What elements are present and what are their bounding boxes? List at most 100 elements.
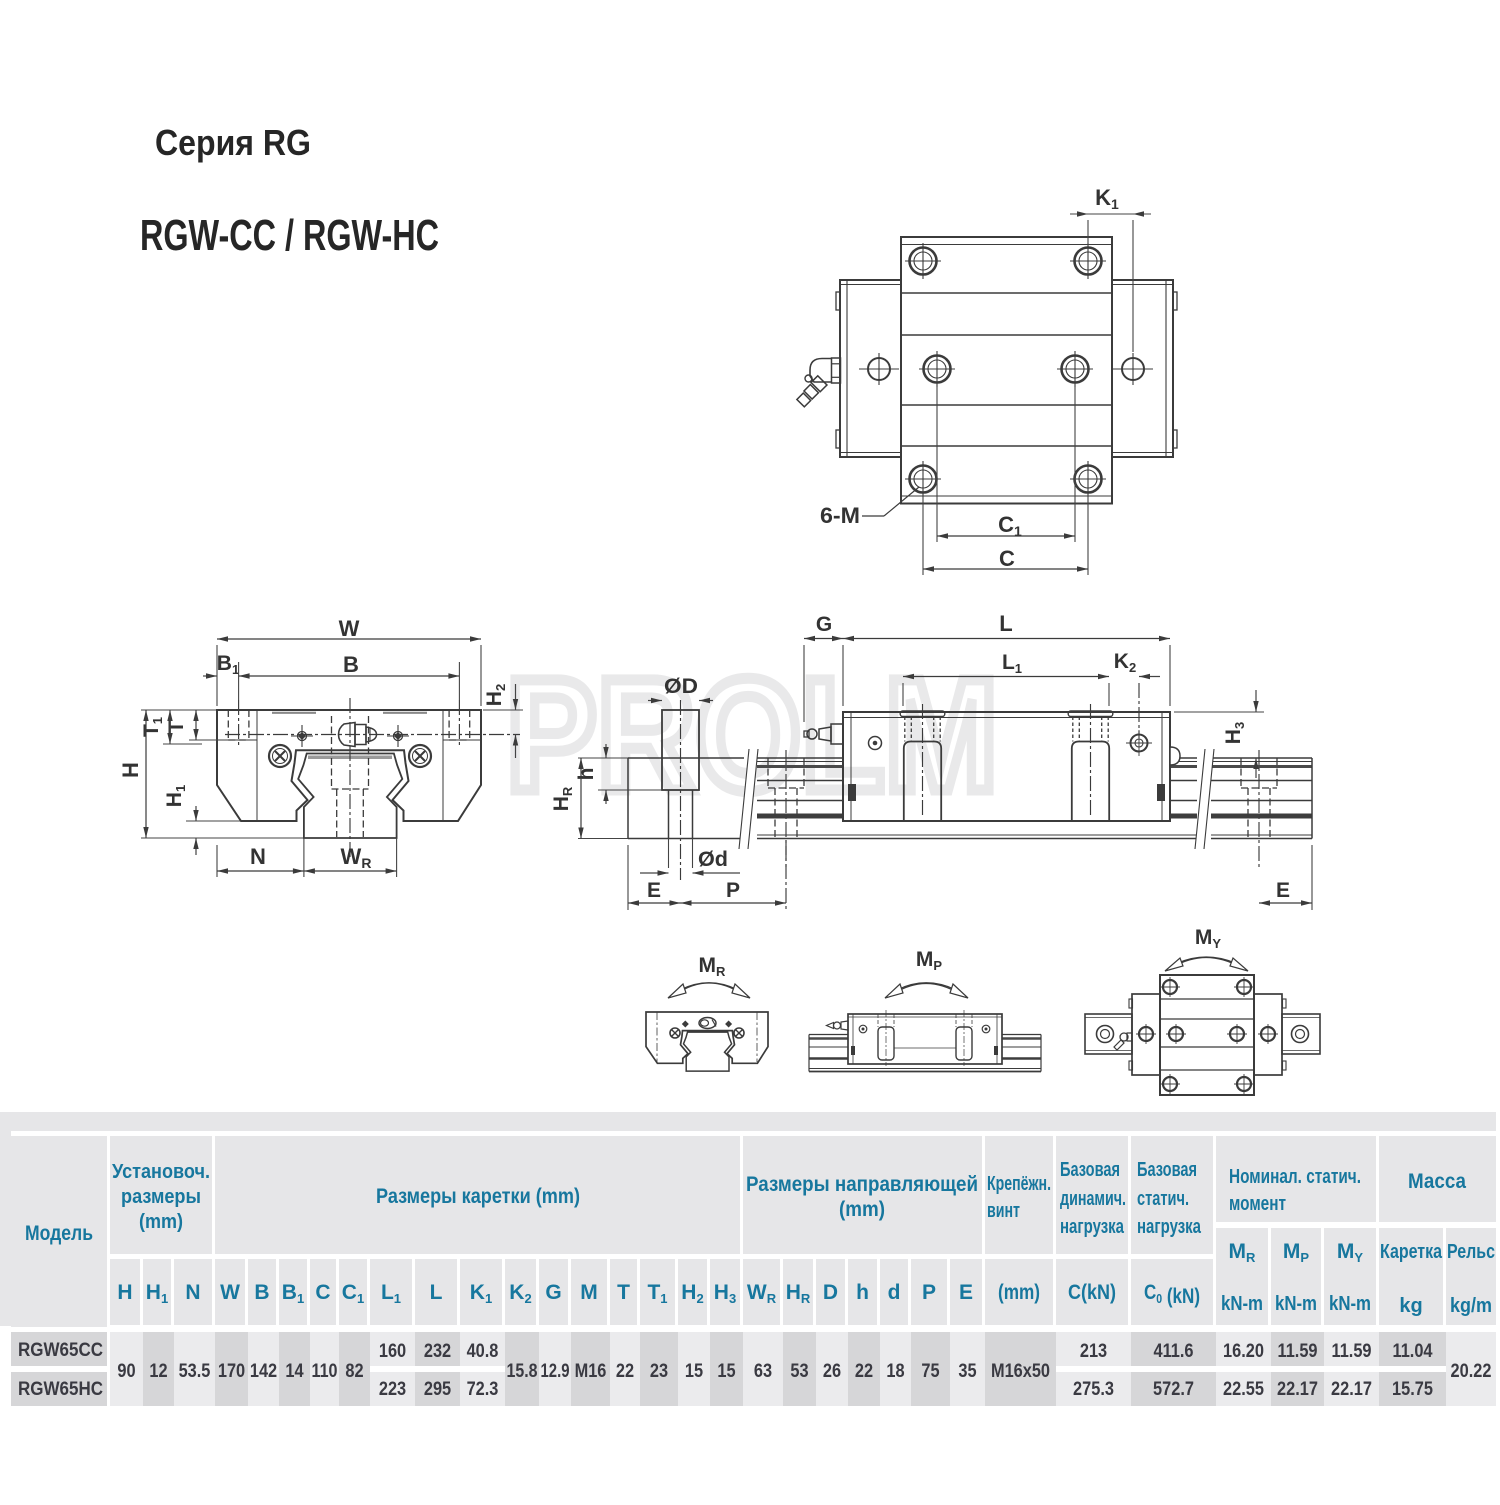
- svg-text:kN-m: kN-m: [1221, 1293, 1263, 1315]
- svg-text:M16x50: M16x50: [991, 1361, 1050, 1382]
- svg-text:нагрузка: нагрузка: [1137, 1216, 1202, 1238]
- svg-text:E: E: [959, 1281, 973, 1304]
- svg-text:E: E: [647, 879, 661, 902]
- svg-text:kg/m: kg/m: [1450, 1295, 1492, 1317]
- svg-text:T: T: [617, 1281, 630, 1304]
- svg-text:C: C: [999, 546, 1015, 571]
- svg-text:22.17: 22.17: [1331, 1379, 1372, 1400]
- svg-text:Размеры направляющей: Размеры направляющей: [746, 1173, 978, 1196]
- svg-text:момент: момент: [1229, 1193, 1286, 1215]
- svg-text:Ød: Ød: [698, 848, 728, 871]
- svg-text:72.3: 72.3: [467, 1379, 499, 1400]
- svg-text:35: 35: [958, 1361, 977, 1382]
- svg-text:винт: винт: [987, 1200, 1020, 1222]
- svg-text:L: L: [430, 1281, 443, 1304]
- svg-text:275.3: 275.3: [1073, 1379, 1114, 1400]
- svg-text:N: N: [250, 844, 266, 869]
- svg-text:Базовая: Базовая: [1137, 1159, 1197, 1181]
- svg-text:(mm): (mm): [998, 1281, 1040, 1304]
- svg-text:15: 15: [685, 1361, 704, 1382]
- svg-text:223: 223: [379, 1379, 406, 1400]
- svg-text:d: d: [888, 1281, 901, 1304]
- svg-text:G: G: [816, 613, 832, 636]
- svg-text:Рельс: Рельс: [1447, 1241, 1495, 1263]
- svg-text:kN-m: kN-m: [1329, 1293, 1371, 1315]
- svg-text:M: M: [580, 1281, 598, 1304]
- svg-text:ØD: ØD: [664, 675, 698, 698]
- svg-text:295: 295: [424, 1379, 452, 1400]
- svg-text:22.17: 22.17: [1277, 1379, 1318, 1400]
- svg-text:110: 110: [312, 1361, 338, 1382]
- svg-text:G: G: [545, 1281, 561, 1304]
- svg-text:15: 15: [717, 1361, 736, 1382]
- svg-text:нагрузка: нагрузка: [1060, 1216, 1125, 1238]
- svg-text:22.55: 22.55: [1223, 1379, 1264, 1400]
- svg-text:RGW-CC / RGW-HC: RGW-CC / RGW-HC: [140, 211, 439, 260]
- svg-text:C: C: [315, 1281, 330, 1304]
- svg-text:26: 26: [823, 1361, 841, 1382]
- svg-text:22: 22: [855, 1361, 873, 1382]
- svg-text:kg: kg: [1399, 1295, 1422, 1317]
- svg-text:20.22: 20.22: [1451, 1361, 1492, 1382]
- svg-text:H: H: [118, 762, 143, 778]
- svg-text:11.59: 11.59: [1278, 1341, 1318, 1362]
- svg-text:C0 (kN): C0 (kN): [1144, 1281, 1200, 1308]
- svg-text:Номинал. статич.: Номинал. статич.: [1229, 1166, 1361, 1188]
- svg-text:213: 213: [1080, 1341, 1107, 1362]
- svg-text:P: P: [922, 1281, 936, 1304]
- svg-text:PROLM: PROLM: [506, 645, 998, 824]
- svg-text:15.75: 15.75: [1392, 1379, 1433, 1400]
- svg-text:142: 142: [250, 1361, 277, 1382]
- svg-text:160: 160: [379, 1341, 406, 1362]
- svg-text:14: 14: [285, 1361, 304, 1382]
- svg-text:MR: MR: [699, 954, 727, 979]
- svg-text:P: P: [726, 879, 740, 902]
- svg-text:B: B: [254, 1281, 269, 1304]
- svg-text:Каретка: Каретка: [1380, 1241, 1443, 1263]
- svg-text:Размеры каретки (mm): Размеры каретки (mm): [376, 1185, 580, 1208]
- svg-text:82: 82: [345, 1361, 363, 1382]
- svg-text:Крепёжн.: Крепёжн.: [987, 1173, 1051, 1195]
- svg-text:6-M: 6-M: [820, 503, 860, 528]
- svg-text:63: 63: [754, 1361, 772, 1382]
- svg-text:W: W: [339, 616, 360, 641]
- svg-text:Масса: Масса: [1408, 1170, 1466, 1193]
- svg-text:23: 23: [650, 1361, 668, 1382]
- svg-text:170: 170: [218, 1361, 245, 1382]
- svg-text:E: E: [1276, 879, 1290, 902]
- svg-text:статич.: статич.: [1137, 1188, 1189, 1210]
- svg-text:572.7: 572.7: [1153, 1379, 1194, 1400]
- svg-text:RGW65HC: RGW65HC: [18, 1379, 103, 1400]
- svg-text:75: 75: [921, 1361, 940, 1382]
- svg-text:C(kN): C(kN): [1068, 1281, 1116, 1304]
- svg-text:h: h: [575, 768, 598, 781]
- svg-text:53: 53: [790, 1361, 808, 1382]
- svg-text:40.8: 40.8: [467, 1341, 499, 1362]
- svg-text:22: 22: [616, 1361, 634, 1382]
- svg-text:11.04: 11.04: [1393, 1341, 1433, 1362]
- svg-text:Модель: Модель: [25, 1222, 93, 1245]
- svg-text:L: L: [999, 611, 1012, 636]
- svg-text:232: 232: [424, 1341, 451, 1362]
- svg-text:(mm): (mm): [839, 1198, 885, 1221]
- svg-text:h: h: [856, 1281, 869, 1304]
- svg-text:15.8: 15.8: [507, 1361, 538, 1382]
- svg-text:T: T: [165, 720, 188, 733]
- svg-text:RGW65CC: RGW65CC: [18, 1340, 103, 1361]
- svg-text:11.59: 11.59: [1332, 1341, 1372, 1362]
- svg-text:динамич.: динамич.: [1060, 1188, 1126, 1210]
- svg-text:D: D: [823, 1281, 838, 1304]
- svg-text:M16: M16: [575, 1361, 607, 1382]
- svg-text:H: H: [117, 1281, 132, 1304]
- svg-text:18: 18: [886, 1361, 904, 1382]
- svg-text:12.9: 12.9: [541, 1361, 570, 1382]
- svg-text:411.6: 411.6: [1154, 1341, 1194, 1362]
- svg-text:Установоч.: Установоч.: [112, 1161, 210, 1183]
- svg-text:размеры: размеры: [121, 1186, 201, 1208]
- svg-text:16.20: 16.20: [1223, 1341, 1264, 1362]
- svg-text:90: 90: [117, 1361, 135, 1382]
- svg-text:12: 12: [149, 1361, 167, 1382]
- svg-text:N: N: [185, 1281, 200, 1304]
- svg-text:B: B: [343, 652, 359, 677]
- svg-text:W: W: [220, 1281, 240, 1304]
